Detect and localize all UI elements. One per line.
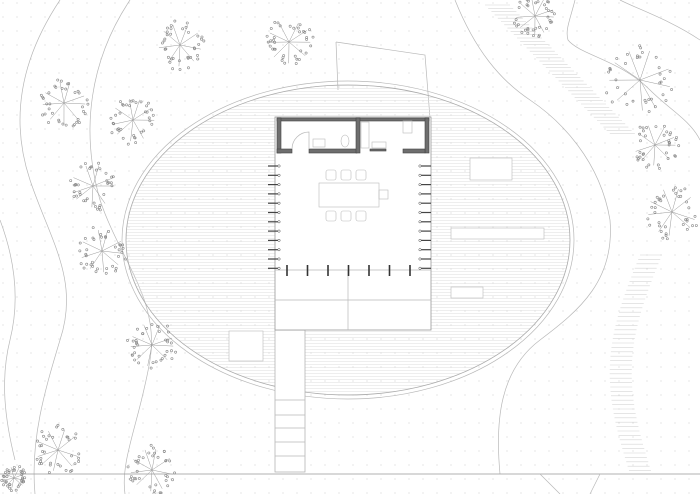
- column-icon: [268, 248, 281, 252]
- tree-icon: [0, 465, 27, 493]
- door-swing-icon: [291, 131, 310, 150]
- column-icon: [268, 164, 281, 168]
- column-icon: [268, 183, 281, 187]
- chair: [340, 210, 352, 222]
- tree-icon: [635, 124, 681, 170]
- tree-icon: [513, 0, 556, 38]
- tree-icon: [126, 323, 177, 370]
- tree-icon: [158, 19, 206, 71]
- chair: [355, 169, 367, 181]
- bench: [228, 330, 264, 362]
- column-icon: [268, 211, 281, 214]
- column-icon: [418, 201, 431, 205]
- column-grid: [268, 164, 431, 276]
- tree-icon: [265, 20, 315, 65]
- tree-icon: [78, 226, 127, 275]
- column-icon: [418, 220, 431, 224]
- column-icon: [268, 229, 281, 233]
- column-icon: [268, 173, 281, 177]
- tree-icon: [109, 99, 155, 146]
- tree-icon: [605, 44, 673, 113]
- planting-strips: [485, 4, 662, 471]
- column-icon: [418, 238, 431, 242]
- column-icon: [418, 266, 431, 270]
- tree-icon: [646, 186, 698, 241]
- column-icon: [268, 192, 281, 196]
- dining-table: [318, 169, 389, 222]
- bench: [450, 286, 484, 299]
- column-icon: [268, 238, 281, 242]
- tree-icon: [35, 423, 81, 474]
- column-icon: [268, 201, 281, 205]
- bench: [450, 227, 545, 240]
- column-icon: [418, 211, 431, 214]
- column-icon: [418, 173, 431, 177]
- bench: [469, 157, 513, 181]
- column-icon: [418, 183, 431, 187]
- tree-icon: [39, 78, 90, 128]
- chair: [355, 210, 367, 222]
- column-icon: [268, 266, 281, 270]
- chair: [325, 169, 337, 181]
- column-icon: [418, 248, 431, 252]
- chair: [325, 210, 337, 222]
- pavilion: [268, 116, 432, 331]
- tree-icon: [69, 161, 115, 212]
- column-icon: [418, 192, 431, 196]
- chair: [340, 169, 352, 181]
- tree-icon: [126, 443, 176, 494]
- service-core: [276, 117, 430, 154]
- column-icon: [418, 229, 431, 233]
- walkway: [274, 329, 306, 473]
- column-icon: [268, 257, 281, 261]
- column-icon: [268, 220, 281, 224]
- column-icon: [418, 164, 431, 168]
- column-icon: [418, 257, 431, 261]
